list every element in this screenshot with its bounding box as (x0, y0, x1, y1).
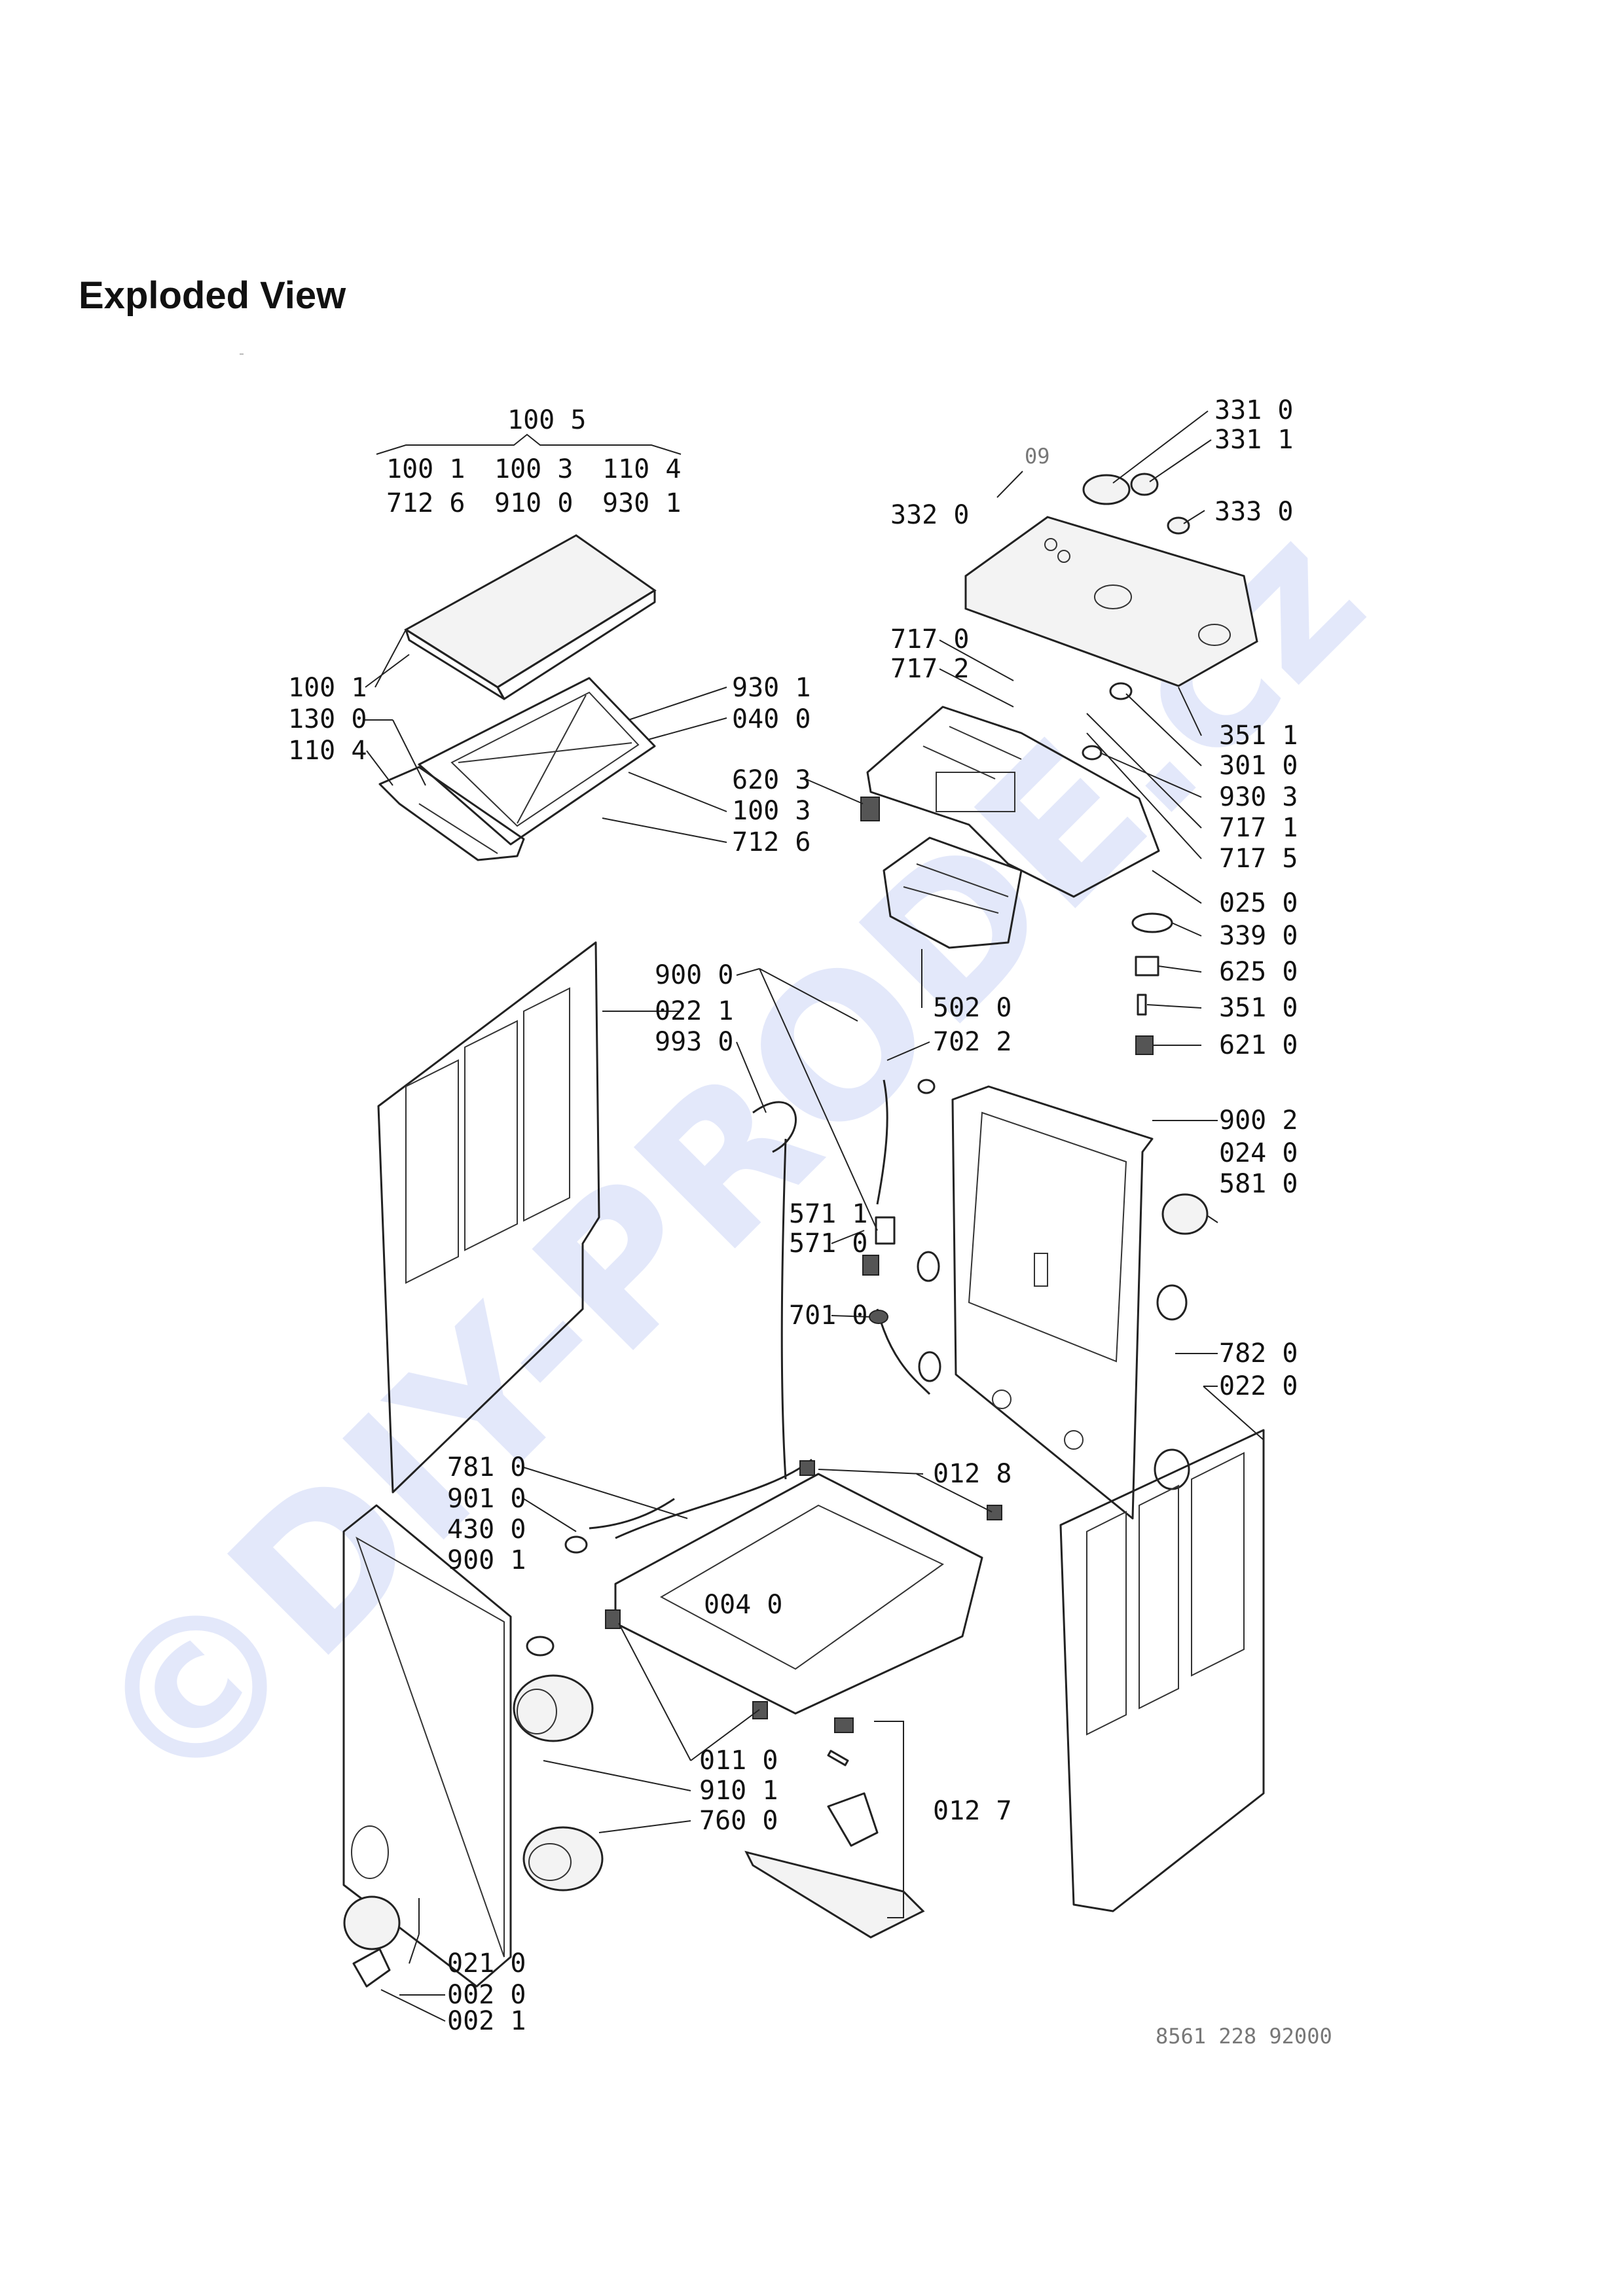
label-333-0: 333 0 (1214, 497, 1293, 527)
label-011-0: 011 0 (699, 1746, 778, 1776)
label-900-0: 900 0 (655, 960, 733, 990)
label-lid-group-header: 100 5 (507, 405, 586, 435)
label-110-4: 110 4 (288, 736, 367, 766)
label-900-1: 900 1 (447, 1545, 526, 1575)
service-flap-part (343, 1895, 401, 1988)
hose-part (752, 1079, 931, 1480)
label-901-0: 901 0 (447, 1484, 526, 1514)
label-930-1: 930 1 (732, 673, 811, 703)
right-side-panel-part (1059, 1429, 1265, 1912)
programmer-part (866, 706, 1160, 898)
label-lid-group-row2-b: 910 0 (494, 488, 573, 518)
label-712-6: 712 6 (732, 827, 811, 857)
watermark: ©DIY-PRODE.cz (48, 482, 1406, 1839)
label-lid-group-row2-c: 930 1 (602, 488, 681, 518)
page-title: Exploded View (79, 274, 346, 317)
label-502-0: 502 0 (933, 993, 1012, 1023)
top-frame-part (418, 677, 656, 846)
label-621-0: 621 0 (1219, 1030, 1298, 1060)
label-900-2: 900 2 (1219, 1105, 1298, 1136)
control-panel-part (964, 516, 1258, 687)
label-930-3: 930 3 (1219, 782, 1298, 812)
label-lid-group-row1-b: 100 3 (494, 454, 573, 484)
label-004-0: 004 0 (704, 1590, 782, 1620)
label-351-0: 351 0 (1219, 993, 1298, 1023)
electronic-board-part (883, 836, 1023, 949)
label-301-0: 301 0 (1219, 751, 1298, 781)
part-labels: 100 5 100 1 100 3 110 4 712 6 910 0 930 … (288, 395, 1332, 2049)
label-430-0: 430 0 (447, 1515, 526, 1545)
label-lid-group-row1-c: 110 4 (602, 454, 681, 484)
label-332-0: 332 0 (890, 500, 969, 530)
label-002-0: 002 0 (447, 1980, 526, 2010)
label-025-0: 025 0 (1219, 888, 1298, 918)
knob-part (1082, 473, 1190, 535)
label-620-3: 620 3 (732, 765, 811, 795)
divider-mark (240, 353, 244, 355)
label-022-0: 022 0 (1219, 1371, 1298, 1401)
clip-part (862, 1216, 896, 1324)
left-side-panel-part (377, 941, 600, 1494)
label-100-3: 100 3 (732, 796, 811, 826)
label-351-1: 351 1 (1219, 721, 1298, 751)
label-717-0: 717 0 (890, 624, 969, 655)
lid-part (404, 534, 657, 700)
leader-lines (363, 410, 1264, 2022)
label-09: 09 (1025, 444, 1050, 469)
label-331-0: 331 0 (1214, 395, 1293, 425)
label-lid-group-row2-a: 712 6 (386, 488, 465, 518)
label-022-1: 022 1 (655, 996, 733, 1026)
label-910-1: 910 1 (699, 1776, 778, 1806)
label-021-0: 021 0 (447, 1948, 526, 1979)
label-625-0: 625 0 (1219, 957, 1298, 987)
label-012-7: 012 7 (933, 1796, 1012, 1826)
label-782-0: 782 0 (1219, 1338, 1298, 1369)
label-331-1: 331 1 (1214, 425, 1293, 455)
label-571-0: 571 0 (789, 1229, 867, 1259)
motor-part (917, 1079, 1209, 1490)
cabinet-frame-part (951, 1085, 1154, 1520)
filter-part (522, 1826, 604, 1892)
base-frame-part (589, 1458, 983, 1715)
label-024-0: 024 0 (1219, 1138, 1298, 1168)
label-581-0: 581 0 (1219, 1169, 1298, 1199)
label-717-1: 717 1 (1219, 813, 1298, 843)
door-lock-part (744, 1717, 925, 1939)
label-571-1: 571 1 (789, 1199, 867, 1229)
pump-part (513, 1535, 594, 1742)
label-339-0: 339 0 (1219, 921, 1298, 951)
drawing-code: 8561 228 92000 (1156, 2024, 1332, 2049)
label-130-0: 130 0 (288, 704, 367, 734)
front-panel-part (342, 1504, 512, 1988)
label-lid-group-row1-a: 100 1 (386, 454, 465, 484)
foot-part (605, 1460, 1002, 1719)
label-012-8: 012 8 (933, 1459, 1012, 1489)
label-760-0: 760 0 (699, 1806, 778, 1836)
label-781-0: 781 0 (447, 1452, 526, 1482)
label-701-0: 701 0 (789, 1300, 867, 1331)
label-040-0: 040 0 (732, 704, 811, 734)
front-strip-part (378, 766, 525, 861)
label-717-2: 717 2 (890, 654, 969, 684)
label-702-2: 702 2 (933, 1027, 1012, 1057)
label-717-5: 717 5 (1219, 844, 1298, 874)
label-993-0: 993 0 (655, 1027, 733, 1057)
label-002-1: 002 1 (447, 2006, 526, 2036)
label-100-1: 100 1 (288, 673, 367, 703)
